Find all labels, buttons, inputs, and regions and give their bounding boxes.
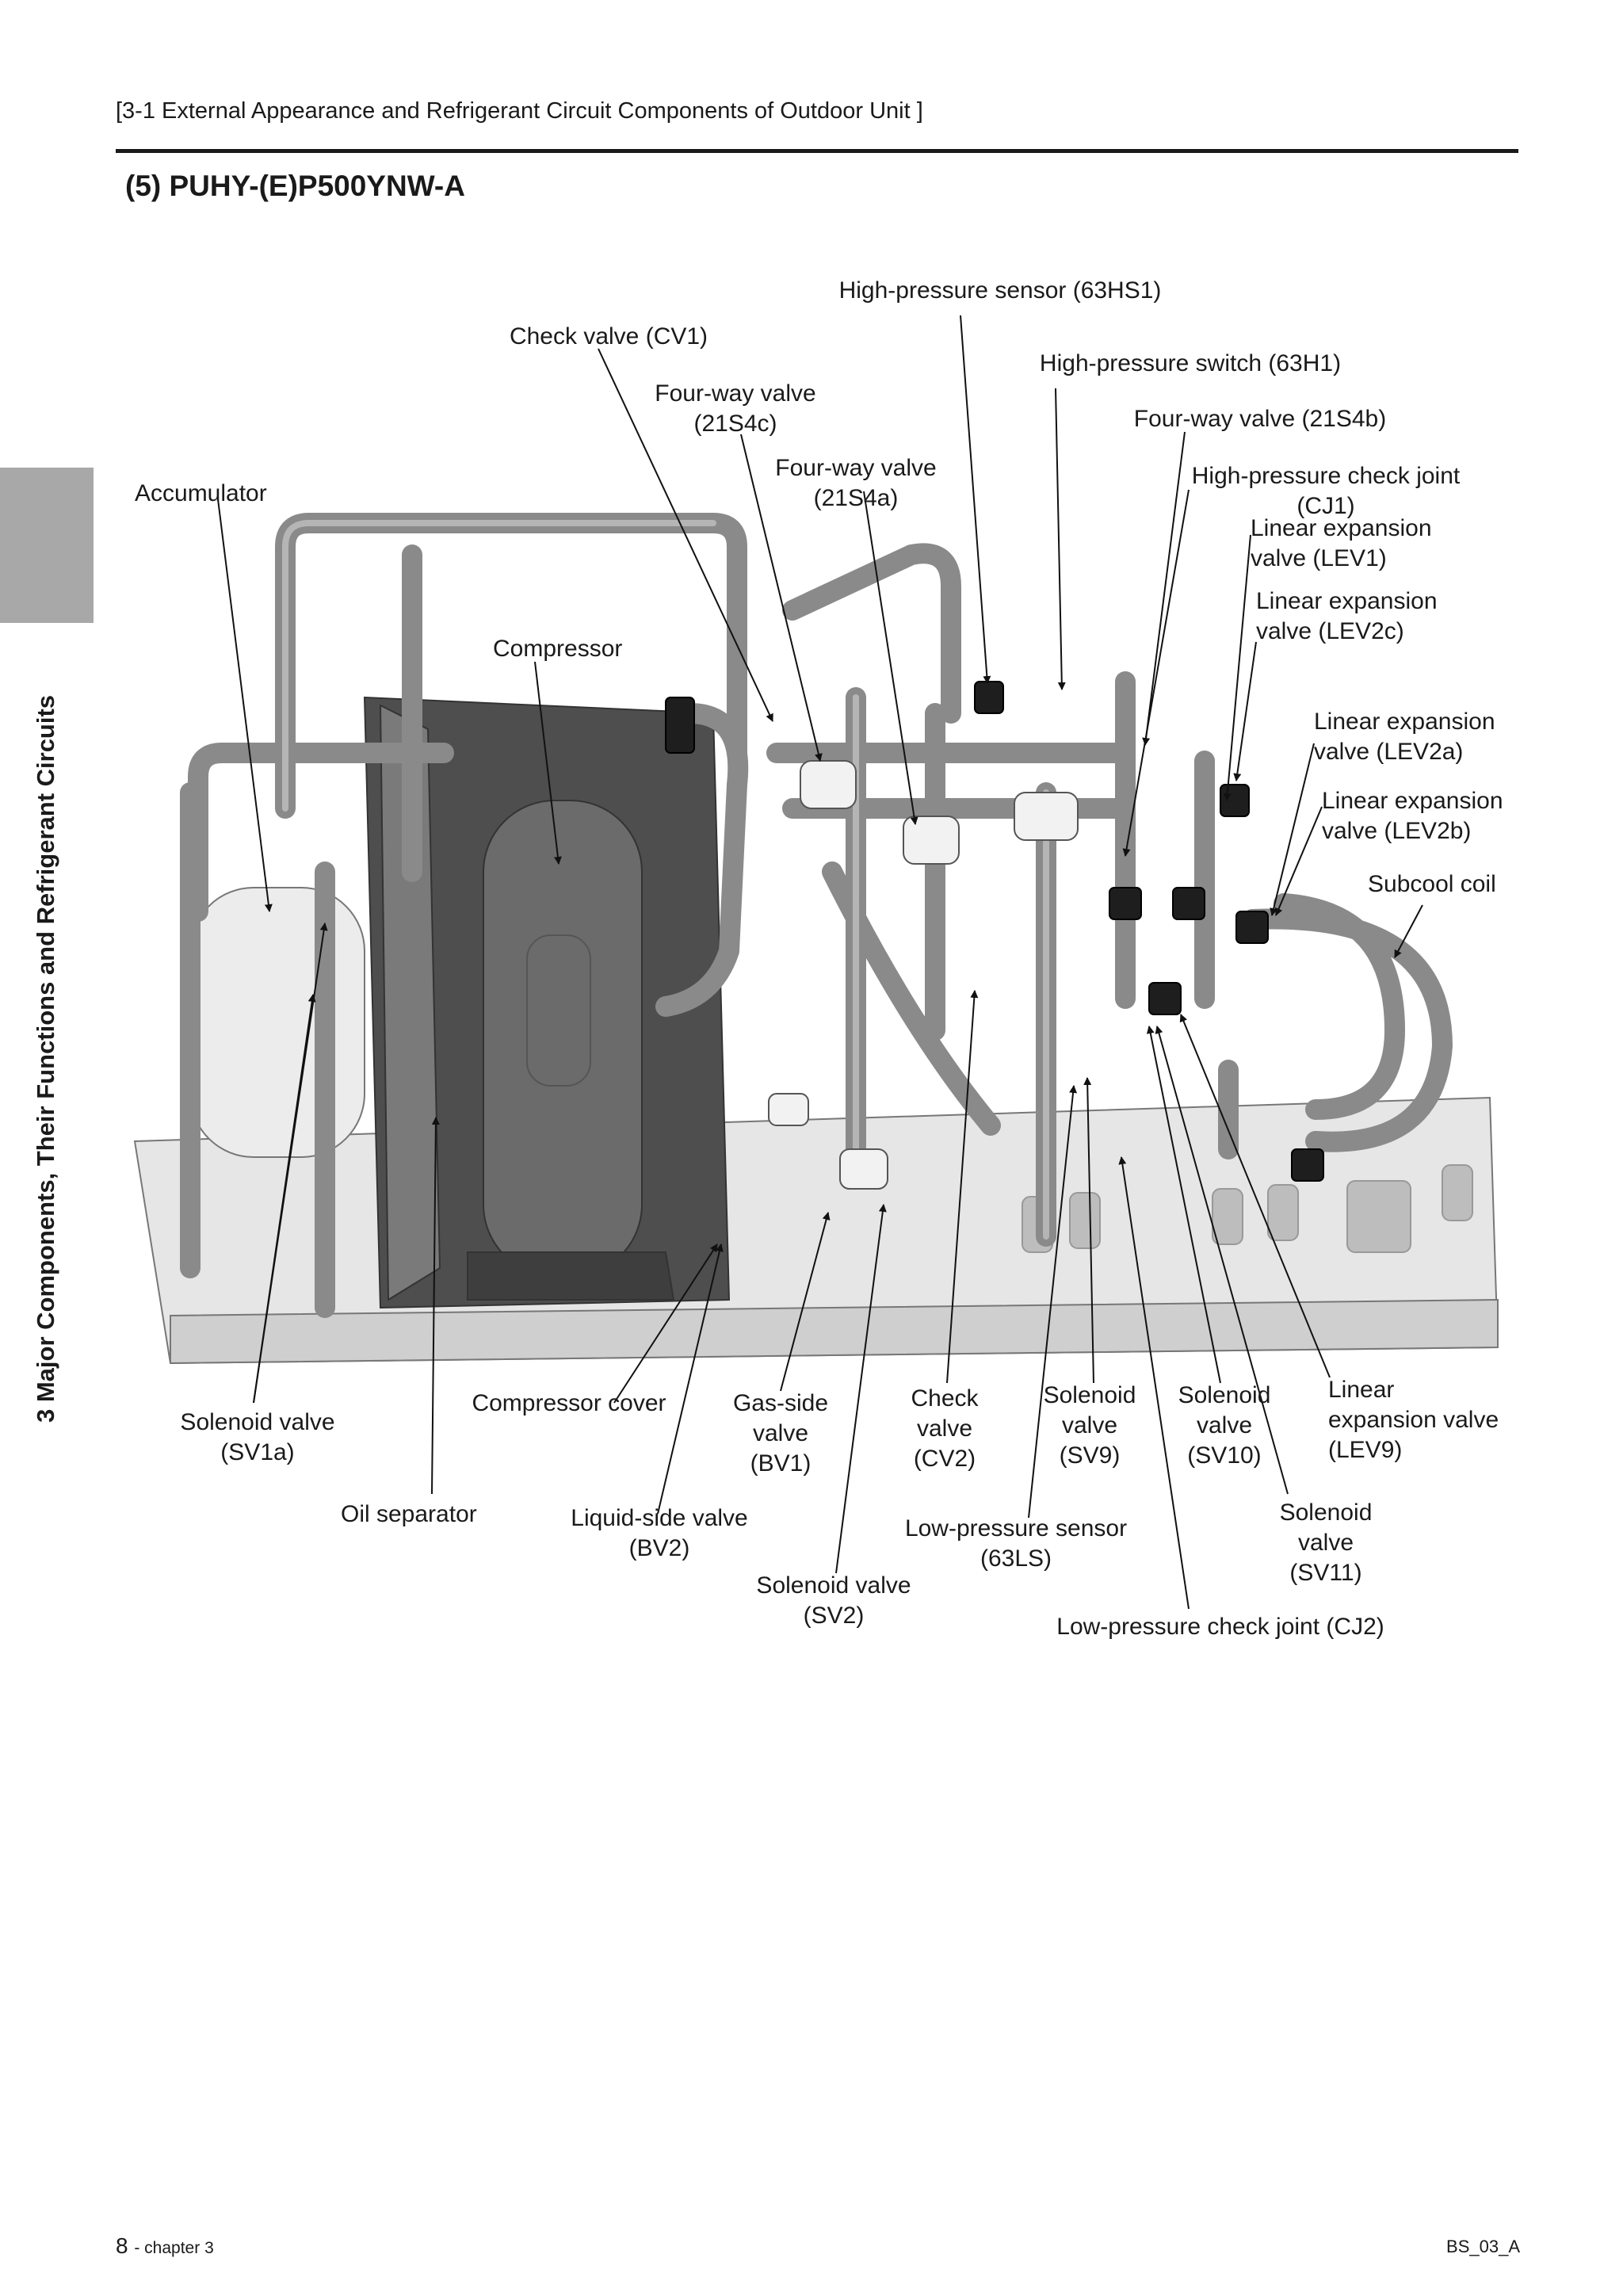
label-four-way-valve-21s4a: Four-way valve (21S4a) <box>775 455 937 511</box>
label-oil-separator: Oil separator <box>341 1501 477 1527</box>
section-title: (5) PUHY-(E)P500YNW-A <box>125 170 465 202</box>
label-high-pressure-sensor: High-pressure sensor (63HS1) <box>838 277 1162 304</box>
label-solenoid-valve-sv2: Solenoid valve (SV2) <box>756 1572 911 1629</box>
label-four-way-valve-21s4c: Four-way valve (21S4c) <box>655 380 816 437</box>
label-high-pressure-switch: High-pressure switch (63H1) <box>1039 350 1342 376</box>
chapter-label: - chapter 3 <box>134 2239 214 2257</box>
page-header: [3-1 External Appearance and Refrigerant… <box>116 98 923 124</box>
label-solenoid-valve-sv10: Solenoid valve (SV10) <box>1178 1382 1271 1469</box>
document-code: BS_03_A <box>1446 2237 1520 2256</box>
header-rule <box>116 149 1518 153</box>
accumulator-shape <box>189 887 365 1158</box>
valve-bodies <box>768 760 1079 1190</box>
chapter-tab-marker <box>0 468 94 623</box>
label-lev2c: Linear expansion valve (LEV2c) <box>1256 588 1438 644</box>
label-liquid-side-valve: Liquid-side valve (BV2) <box>571 1505 748 1561</box>
label-high-pressure-check-joint: High-pressure check joint (CJ1) <box>1191 463 1461 519</box>
label-low-pressure-check-joint: Low-pressure check joint (CJ2) <box>1056 1614 1384 1640</box>
page-number: 8 <box>116 2233 128 2258</box>
label-check-valve-cv1: Check valve (CV1) <box>509 323 708 350</box>
base-slots <box>1022 1164 1473 1253</box>
leader-lines <box>217 315 1423 1610</box>
label-lev2a: Linear expansion valve (LEV2a) <box>1314 709 1495 765</box>
label-check-valve-cv2: Check valve (CV2) <box>911 1385 979 1472</box>
label-compressor: Compressor <box>493 636 623 662</box>
label-solenoid-valve-sv11: Solenoid valve (SV11) <box>1279 1499 1373 1586</box>
page-footer-left: 8 - chapter 3 <box>116 2233 214 2259</box>
compressor-shape <box>467 800 675 1301</box>
label-accumulator: Accumulator <box>135 480 267 506</box>
label-solenoid-valve-sv9: Solenoid valve (SV9) <box>1043 1382 1136 1469</box>
label-solenoid-valve-sv1a: Solenoid valve (SV1a) <box>180 1409 335 1465</box>
label-compressor-cover: Compressor cover <box>472 1390 666 1416</box>
label-lev1: Linear expansion valve (LEV1) <box>1251 515 1432 571</box>
label-lev9: Linear expansion valve (LEV9) <box>1328 1377 1499 1463</box>
label-lev2b: Linear expansion valve (LEV2b) <box>1322 788 1503 844</box>
label-subcool-coil: Subcool coil <box>1368 871 1496 897</box>
label-low-pressure-sensor: Low-pressure sensor (63LS) <box>904 1515 1128 1572</box>
label-gas-side-valve: Gas-side valve (BV1) <box>732 1390 829 1477</box>
label-four-way-valve-21s4b: Four-way valve (21S4b) <box>1133 406 1387 432</box>
